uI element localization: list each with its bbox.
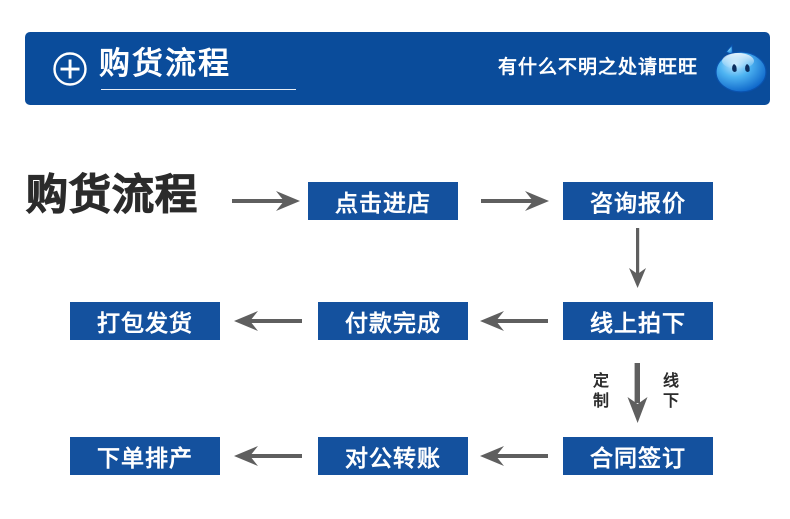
flow-node-hetongqianding[interactable]: 合同签订 [563, 437, 713, 475]
flow-heading: 购货流程 [26, 170, 199, 220]
plus-circle-icon [52, 51, 88, 87]
flow-node-dianjijindian[interactable]: 点击进店 [308, 182, 458, 220]
arrow-left-icon [232, 308, 302, 334]
flow-node-fukuanwancheng[interactable]: 付款完成 [318, 302, 468, 340]
flow-node-duigongzhuanzhang[interactable]: 对公转账 [318, 437, 468, 475]
connector-label-dingzhi: 定制 [592, 371, 609, 410]
wangwang-chat-icon[interactable] [712, 43, 770, 96]
arrow-left-icon [478, 443, 548, 469]
arrow-down-icon [625, 228, 651, 290]
connector-label-xianxia: 线下 [662, 371, 679, 410]
page-header-bar: 购货流程 有什么不明之处请旺旺 [25, 32, 770, 105]
arrow-right-icon [481, 188, 551, 214]
flow-node-dabaofahuo[interactable]: 打包发货 [70, 302, 220, 340]
page-title: 购货流程 [99, 46, 231, 82]
arrow-left-icon [232, 443, 302, 469]
flow-node-xiadanpaichan[interactable]: 下单排产 [70, 437, 220, 475]
arrow-right-icon [232, 188, 302, 214]
title-underline [101, 89, 296, 90]
arrow-left-icon [478, 308, 548, 334]
contact-hint-text: 有什么不明之处请旺旺 [497, 56, 698, 78]
flow-node-xianshangpaixia[interactable]: 线上拍下 [563, 302, 713, 340]
arrow-down-icon [625, 363, 651, 425]
flow-node-zixunbaojia[interactable]: 咨询报价 [563, 182, 713, 220]
